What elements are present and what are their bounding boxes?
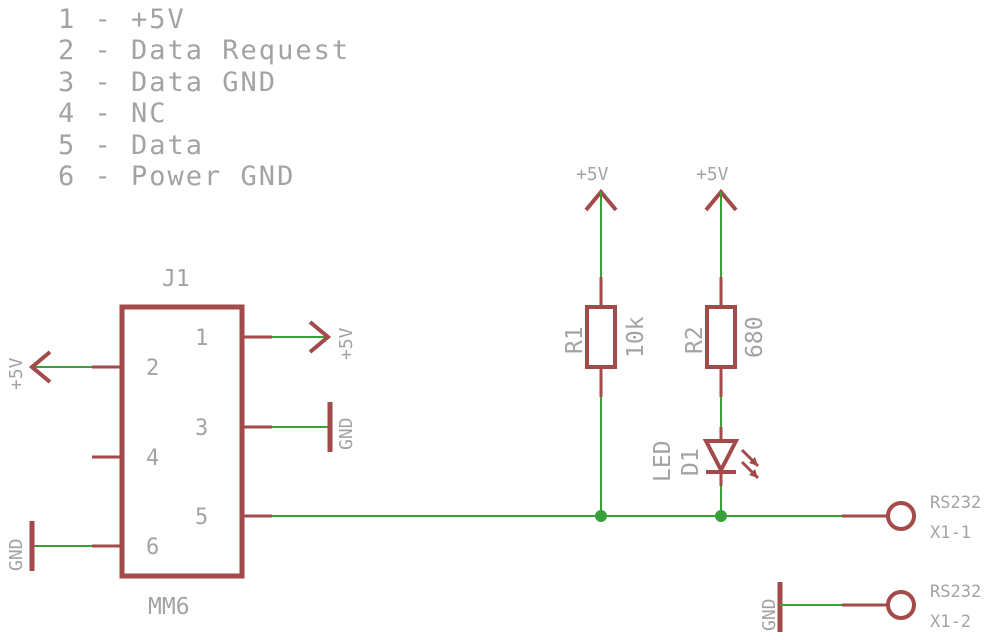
vcc-symbol-pin1: +5V: [272, 320, 357, 360]
connector-value: MM6: [148, 594, 190, 620]
vcc-label: +5V: [336, 327, 357, 360]
r2-name: R2: [682, 326, 708, 354]
vcc-arrow-icon: [308, 320, 332, 354]
gnd-label: GND: [336, 417, 357, 450]
r2-body: [705, 305, 737, 369]
d1-value: LED: [650, 440, 676, 482]
legend-line-3: 3 - Data GND: [58, 67, 277, 98]
legend-line-5: 5 - Data: [58, 130, 204, 161]
connector-j1: J1 MM6 1 2 3 4 5 6: [92, 266, 272, 620]
terminal-1-pad-icon: [886, 501, 916, 531]
pin-2-label: 2: [146, 356, 159, 381]
data-net: [272, 510, 888, 522]
r1-body: [585, 305, 617, 369]
r2-value: 680: [742, 316, 768, 358]
vcc-label: +5V: [6, 357, 27, 390]
vcc-label: +5V: [576, 164, 609, 185]
gnd-symbol-pin3: GND: [272, 402, 357, 452]
legend-line-2: 2 - Data Request: [58, 35, 350, 66]
vcc-symbol-pin2: +5V: [6, 350, 92, 390]
legend-line-6: 6 - Power GND: [58, 161, 295, 192]
vcc-label: +5V: [696, 164, 729, 185]
terminal-x1-1: RS232 X1-1: [886, 493, 981, 543]
led-light-arrows-icon: [740, 448, 760, 480]
gnd-label: GND: [759, 598, 780, 631]
terminal-2-pin: X1-2: [930, 612, 971, 632]
resistor-r1: +5V R1 10k: [562, 164, 649, 516]
d1-name: D1: [678, 448, 704, 476]
resistor-r2: +5V R2 680: [682, 164, 768, 427]
terminal-1-name: RS232: [930, 493, 981, 513]
gnd-symbol-pin6: GND: [6, 521, 92, 571]
connector-name: J1: [162, 266, 190, 292]
pin-5-label: 5: [195, 505, 208, 530]
led-d1: LED D1: [650, 427, 760, 516]
led-triangle-icon: [702, 439, 740, 475]
connector-body: [119, 304, 245, 579]
r1-name: R1: [562, 326, 588, 354]
terminal-2-pad-icon: [886, 590, 916, 620]
vcc-arrow-icon: [28, 350, 52, 384]
pin-3-label: 3: [195, 416, 208, 441]
pin-1-label: 1: [195, 326, 208, 351]
r1-value: 10k: [623, 316, 649, 358]
terminal-2-name: RS232: [930, 582, 981, 602]
pin-6-label: 6: [146, 535, 159, 560]
gnd-label: GND: [6, 538, 27, 571]
terminal-x1-2: GND RS232 X1-2: [759, 582, 981, 632]
pin-4-label: 4: [146, 446, 159, 471]
pin-legend: 1 - +5V 2 - Data Request 3 - Data GND 4 …: [58, 4, 350, 192]
terminal-1-pin: X1-1: [930, 523, 971, 543]
legend-line-4: 4 - NC: [58, 98, 168, 129]
legend-line-1: 1 - +5V: [58, 4, 186, 35]
